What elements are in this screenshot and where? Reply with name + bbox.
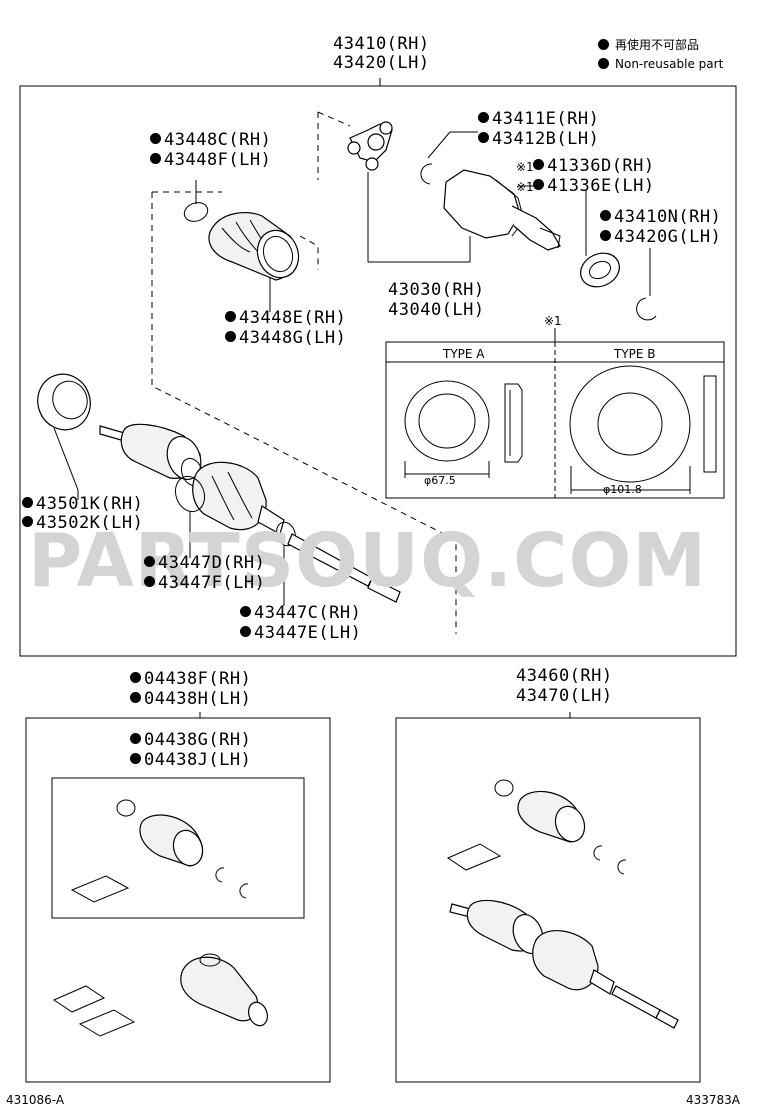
part-43030-label-lh[interactable]: 43040(LH) [388,300,485,320]
inboard-joint-housing-drawing [443,169,561,251]
main-assembly-label-lh[interactable]: 43420(LH) [333,53,430,73]
part-43447c-label-lh[interactable]: 43447E(LH) [240,623,361,643]
part-43448-boot-label-lh[interactable]: 43448G(LH) [225,328,346,348]
part-04438g-label-rh[interactable]: 04438G(RH) [130,730,251,750]
type-b-title: TYPE B [614,347,656,361]
inboard-boot-kit-drawing [70,799,249,903]
watermark-text: PARTSOUQ.COM [28,518,708,604]
non-reusable-marker-icon [130,692,141,703]
complete-drive-shaft-drawing [449,899,679,1029]
non-reusable-marker-icon [144,576,155,587]
tripod-joint-drawing [347,121,393,171]
legend-non-reusable-en: Non-reusable part [598,57,723,71]
non-reusable-marker-icon [144,556,155,567]
oil-seal-drawing [580,252,620,288]
non-reusable-marker-icon [478,132,489,143]
part-43448-clamp-label-rh[interactable]: 43448C(RH) [150,130,271,150]
non-reusable-marker-icon [22,497,33,508]
non-reusable-marker-icon [240,606,251,617]
drive-shaft-drawing [99,423,401,603]
part-04438g-label-lh[interactable]: 04438J(LH) [130,750,251,770]
part-43411-label-rh[interactable]: 43411E(RH) [478,109,599,129]
snap-ring-drawing [420,163,433,185]
type-a-dimension: φ67.5 [424,474,456,487]
part-43411-label-lh[interactable]: 43412B(LH) [478,129,599,149]
part-43448-boot-label-rh[interactable]: 43448E(RH) [225,308,346,328]
type-a-seal-drawing [404,380,523,478]
main-assembly-label-rh[interactable]: 43410(RH) [333,34,430,54]
part-04438f-label-rh[interactable]: 04438F(RH) [130,669,251,689]
non-reusable-marker-icon [533,179,545,190]
seal-type-reference-mark: ※1 [544,314,562,328]
part-43447c-label-rh[interactable]: 43447C(RH) [240,603,361,623]
boot-kit-frame [25,717,331,1083]
inboard-boot-kit-frame [51,777,305,919]
non-reusable-marker-icon [130,733,141,744]
type-b-seal-drawing [569,365,717,494]
non-reusable-marker-icon [225,311,236,322]
part-43410n-label-rh[interactable]: 43410N(RH) [600,207,721,227]
non-reusable-marker-icon [150,133,161,144]
non-reusable-marker-icon [22,516,33,527]
part-43410n-label-lh[interactable]: 43420G(LH) [600,227,721,247]
non-reusable-marker-icon [240,626,251,637]
non-reusable-marker-icon [150,153,161,164]
part-43448-clamp-label-lh[interactable]: 43448F(LH) [150,150,271,170]
boot-clamp-small-drawing [183,202,209,222]
outboard-boot-kit-drawing [52,953,269,1037]
non-reusable-marker-icon [225,331,236,342]
part-04438f-label-lh[interactable]: 04438H(LH) [130,689,251,709]
non-reusable-marker-icon [600,210,611,221]
footer-left-code: 431086-A [6,1093,65,1107]
inboard-boot-drawing [208,211,300,281]
repair-kit-drawing [446,779,627,875]
part-43501-label-lh[interactable]: 43502K(LH) [22,513,143,533]
part-43460-label-lh[interactable]: 43470(LH) [516,686,613,706]
part-43501-label-rh[interactable]: 43501K(RH) [22,494,143,514]
non-reusable-marker-icon [478,112,489,123]
part-43030-label-rh[interactable]: 43030(RH) [388,280,485,300]
non-reusable-marker-icon [533,159,545,170]
seal-type-table [385,328,725,499]
non-reusable-marker-icon [130,672,141,683]
type-a-title: TYPE A [443,347,485,361]
main-assembly-frame [19,85,737,657]
part-43447d-label-lh[interactable]: 43447F(LH) [144,573,265,593]
dust-seal-drawing [37,373,91,431]
hole-snap-ring-drawing [636,297,657,321]
non-reusable-marker-icon [598,39,609,50]
type-b-dimension: φ101.8 [603,483,642,496]
non-reusable-marker-icon [598,58,609,69]
drive-shaft-assembly-frame [395,717,701,1083]
part-43447d-label-rh[interactable]: 43447D(RH) [144,553,265,573]
non-reusable-marker-icon [600,230,611,241]
part-43460-label-rh[interactable]: 43460(RH) [516,666,613,686]
legend-non-reusable-jp: 再使用不可部品 [598,36,699,53]
footer-right-code: 433783A [686,1093,741,1107]
non-reusable-marker-icon [130,753,141,764]
